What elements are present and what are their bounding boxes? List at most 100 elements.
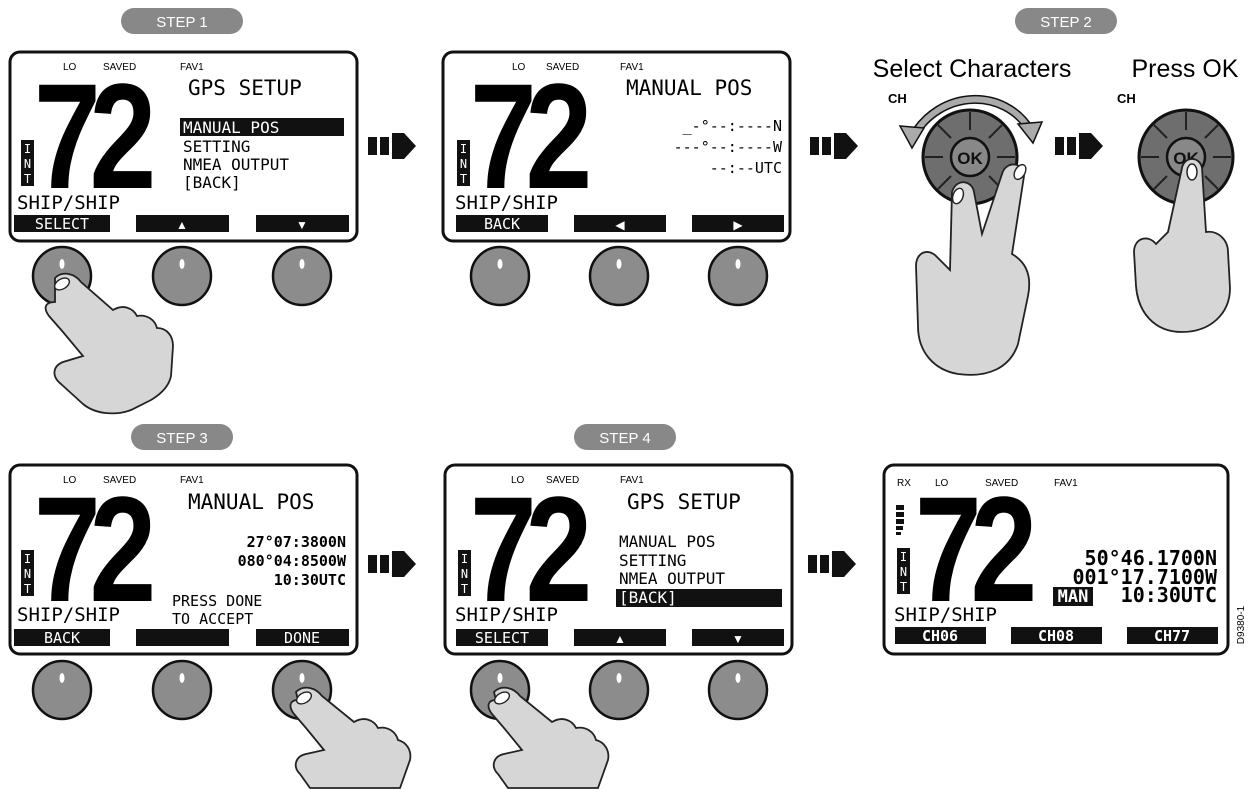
- svg-text:N: N: [460, 157, 467, 171]
- svg-text:I: I: [461, 552, 468, 566]
- int-badge: I N T: [897, 548, 910, 594]
- menu-item-setting[interactable]: SETTING: [183, 137, 250, 156]
- longitude-field[interactable]: ---°--:----W: [674, 138, 783, 156]
- softkey-down: ▼: [732, 632, 744, 646]
- svg-text:T: T: [24, 582, 31, 596]
- manual-badge: MAN: [1058, 587, 1089, 607]
- signal-strength-icon: [896, 505, 904, 535]
- figure-id: D9380-1: [1236, 605, 1247, 644]
- softkey-ch08: CH08: [1038, 627, 1074, 645]
- hand-pressing-select-icon: [487, 686, 610, 789]
- menu-item-back[interactable]: [BACK]: [619, 588, 677, 607]
- svg-text:SHIP/SHIP: SHIP/SHIP: [17, 604, 120, 626]
- softkey-button-2[interactable]: [151, 245, 213, 307]
- softkey-button-2[interactable]: [151, 659, 213, 721]
- menu-item-back[interactable]: [BACK]: [183, 173, 241, 192]
- svg-text:FAV1: FAV1: [180, 475, 204, 486]
- svg-text:SHIP/SHIP: SHIP/SHIP: [894, 604, 997, 626]
- menu-item-manual-pos[interactable]: MANUAL POS: [183, 118, 279, 137]
- arrow-right-icon: [810, 133, 858, 159]
- svg-text:LO: LO: [935, 478, 949, 489]
- longitude-field[interactable]: 080°04:8500W: [238, 552, 347, 570]
- saved-label: SAVED: [103, 62, 136, 73]
- ship-mode-label: SHIP/SHIP: [17, 192, 120, 214]
- screen-title: MANUAL POS: [188, 490, 314, 514]
- softkey-button-2[interactable]: [588, 245, 650, 307]
- hand-pressing-done-icon: [289, 686, 412, 789]
- svg-text:T: T: [24, 172, 31, 186]
- svg-text:SHIP/SHIP: SHIP/SHIP: [455, 604, 558, 626]
- svg-text:I: I: [24, 142, 31, 156]
- arrow-right-icon: [808, 551, 856, 577]
- softkey-left: ◀: [615, 218, 625, 232]
- softkey-select: SELECT: [475, 629, 529, 647]
- softkey-down: ▼: [296, 218, 308, 232]
- hand-rotating-icon: [915, 163, 1031, 376]
- rotate-arrow-icon: [898, 95, 1044, 150]
- latitude-readout: 50°46.1700N: [1085, 546, 1217, 570]
- arrow-right-icon: [1055, 133, 1103, 159]
- softkey-blank: [136, 629, 229, 646]
- softkey-done: DONE: [284, 629, 320, 647]
- svg-text:N: N: [24, 567, 31, 581]
- channel-number: 72: [34, 465, 152, 633]
- softkey-button-1[interactable]: [31, 659, 93, 721]
- softkey-button-1[interactable]: [469, 245, 531, 307]
- step-3-tab: STEP 3: [131, 424, 233, 450]
- screen-title: MANUAL POS: [626, 76, 752, 100]
- channel-knob-press[interactable]: OK: [1137, 108, 1235, 206]
- svg-text:I: I: [460, 142, 467, 156]
- press-ok-label: Press OK: [1132, 55, 1239, 83]
- svg-text:SAVED: SAVED: [985, 478, 1018, 489]
- screen-3-knobs: [31, 659, 333, 721]
- screen-3-manual-pos-entered: LO SAVED FAV1 72 I N T MANUAL POS 27°07:…: [8, 463, 359, 656]
- svg-text:T: T: [460, 172, 467, 186]
- step-4-tab: STEP 4: [574, 424, 676, 450]
- softkey-button-3[interactable]: [707, 659, 769, 721]
- svg-text:STEP 2: STEP 2: [1040, 14, 1091, 31]
- svg-text:N: N: [900, 565, 907, 579]
- channel-rotary-knob[interactable]: OK: [921, 108, 1019, 206]
- softkey-right: ▶: [733, 218, 743, 232]
- ch-label: CH: [1117, 91, 1136, 106]
- menu-item-nmea-output[interactable]: NMEA OUTPUT: [183, 155, 289, 174]
- latitude-field[interactable]: 27°07:3800N: [247, 533, 346, 551]
- int-badge: I N T: [457, 140, 470, 186]
- softkey-button-3[interactable]: [707, 245, 769, 307]
- screen-title: GPS SETUP: [188, 76, 302, 100]
- svg-text:LO: LO: [511, 475, 525, 486]
- softkey-select: SELECT: [35, 215, 89, 233]
- utc-time-field[interactable]: 10:30UTC: [274, 571, 346, 589]
- softkey-ch77: CH77: [1154, 627, 1190, 645]
- screen-1-gps-setup: LO SAVED FAV1 72 I N T GPS SETUP MANUAL …: [8, 50, 359, 243]
- menu-item-nmea-output[interactable]: NMEA OUTPUT: [619, 569, 725, 588]
- int-badge: I N T: [21, 550, 34, 596]
- svg-text:LO: LO: [512, 62, 526, 73]
- svg-text:T: T: [900, 580, 907, 594]
- screen-2-manual-pos-empty: LO SAVED FAV1 72 I N T MANUAL POS _-°--:…: [441, 50, 792, 243]
- lo-label: LO: [63, 62, 77, 73]
- int-badge: I N T: [458, 550, 471, 596]
- utc-time-readout: 10:30UTC: [1121, 583, 1217, 607]
- svg-text:LO: LO: [63, 475, 77, 486]
- svg-text:FAV1: FAV1: [1054, 478, 1078, 489]
- svg-text:STEP 3: STEP 3: [156, 430, 207, 447]
- menu-item-manual-pos[interactable]: MANUAL POS: [619, 532, 715, 551]
- svg-text:FAV1: FAV1: [620, 475, 644, 486]
- fav-label: FAV1: [180, 62, 204, 73]
- press-done-text: PRESS DONE: [172, 592, 262, 610]
- latitude-field[interactable]: _-°--:----N: [683, 117, 782, 135]
- menu-item-setting[interactable]: SETTING: [619, 551, 686, 570]
- arrow-right-icon: [368, 551, 416, 577]
- channel-number: 72: [34, 52, 152, 220]
- svg-text:I: I: [24, 552, 31, 566]
- softkey-button-2[interactable]: [588, 659, 650, 721]
- hand-pressing-select-icon: [44, 272, 174, 415]
- svg-text:N: N: [461, 567, 468, 581]
- utc-time-field[interactable]: --:--UTC: [710, 159, 782, 177]
- channel-number: 72: [470, 465, 588, 633]
- ch-label: CH: [888, 91, 907, 106]
- screen-2-knobs: [469, 245, 769, 307]
- softkey-button-3[interactable]: [271, 245, 333, 307]
